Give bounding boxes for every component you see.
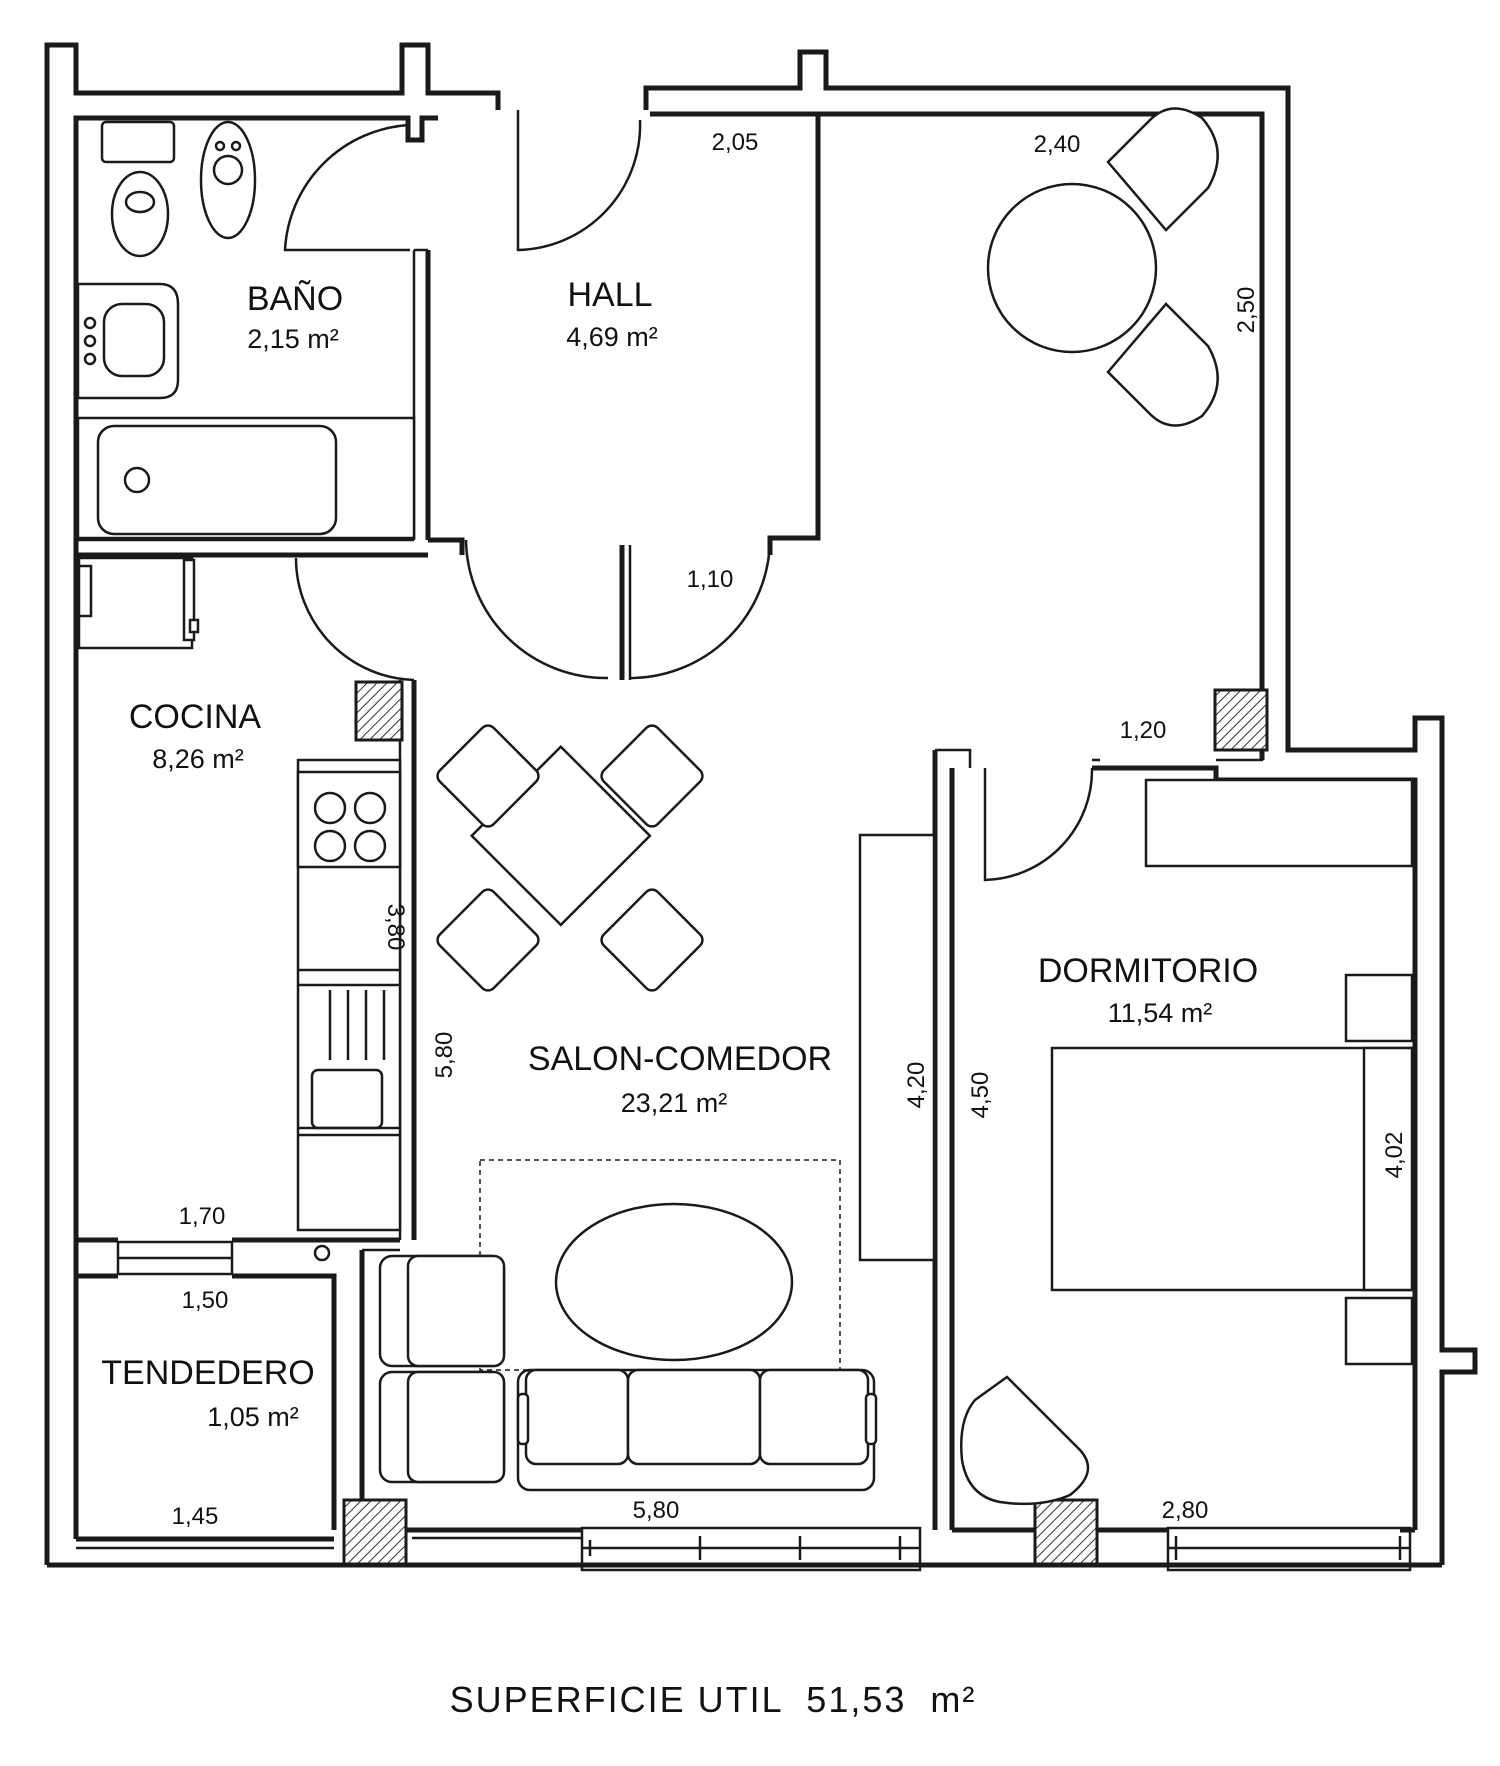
total-area-label: SUPERFICIE UTIL 51,53 m² [450,1679,977,1720]
bedroom-armchair [960,1375,1090,1506]
bedroom-door [983,767,1094,882]
dim-dorm-width: 2,80 [1162,1497,1209,1524]
dim-tendedero-bottom: 1,45 [172,1503,219,1530]
outer-wall-top [643,49,1478,1565]
inner-wall-left [73,115,438,1539]
toilet [110,170,170,258]
room-area-cocina: 8,26 m² [152,744,244,774]
walls [44,42,1478,1572]
bathroom-fixtures [76,120,416,540]
wardrobe [858,833,936,1262]
bottom-inner-wall [76,1527,1415,1542]
room-name-tendedero: TENDEDERO [101,1354,314,1392]
toilet-tank [100,120,176,164]
kitchen-door [294,557,415,682]
bedroom-wardrobe [1144,778,1414,868]
living-set [378,833,936,1492]
nightstand-1 [1344,973,1414,1043]
dim-hall-width: 2,05 [712,129,759,156]
dim-salon-width: 5,80 [633,1497,680,1524]
bath-door [283,123,411,252]
inner-wall-top-right [650,111,821,555]
coffee-table [554,1202,794,1362]
room-name-hall: HALL [567,276,652,314]
nightstand-2 [1344,1296,1414,1366]
dim-terrace-depth: 2,50 [1233,287,1260,334]
dim-hall-door: 1,10 [687,566,734,593]
sofa [516,1368,878,1492]
room-name-salon: SALON-COMEDOR [528,1040,832,1078]
dim-salon-depth: 5,80 [431,1032,458,1079]
hall-wall-bottom-left [428,537,465,555]
dim-wardrobe-length: 4,20 [903,1062,930,1109]
bed [1050,1046,1414,1292]
terrace-table [986,182,1158,354]
dim-bed-length: 4,02 [1381,1132,1408,1179]
column-bedroom [1033,1498,1099,1566]
column-terrace [1213,688,1269,752]
terrace-set [986,107,1219,427]
room-area-dormitorio: 11,54 m² [1108,998,1213,1028]
dim-dorm-depth: 4,50 [967,1072,994,1119]
fridge [77,556,194,650]
bedroom-window [1166,1526,1412,1572]
dining-set [436,724,704,992]
hall-double-door [464,539,772,680]
tendedero-top-wall [76,1273,337,1530]
bedroom-set [960,778,1414,1506]
column-salon [342,1498,408,1566]
room-area-tendedero: 1,05 m² [207,1402,299,1432]
room-area-salon: 23,21 m² [621,1088,728,1118]
kitchen-counter [296,758,402,1232]
column-kitchen [354,680,404,742]
entrance-door [516,110,642,252]
dim-kitchen-width: 1,70 [179,1203,226,1230]
columns [342,680,1269,1566]
outer-wall-left [44,42,501,1565]
room-name-cocina: COCINA [129,698,262,736]
room-name-dormitorio: DORMITORIO [1038,952,1258,990]
room-area-hall: 4,69 m² [566,322,658,352]
kitchen-fixtures [77,556,402,1262]
doors [283,110,1094,882]
salon-window [580,1526,922,1572]
dim-kitchen-counter: 3,80 [382,904,409,951]
dim-tendedero-top: 1,50 [182,1287,229,1314]
dim-terrace-width: 2,40 [1034,131,1081,158]
room-area-bano: 2,15 m² [247,324,339,354]
dim-dorm-entry: 1,20 [1120,717,1167,744]
salon-window-left-piece [412,1528,582,1540]
room-name-bano: BAÑO [247,280,343,318]
